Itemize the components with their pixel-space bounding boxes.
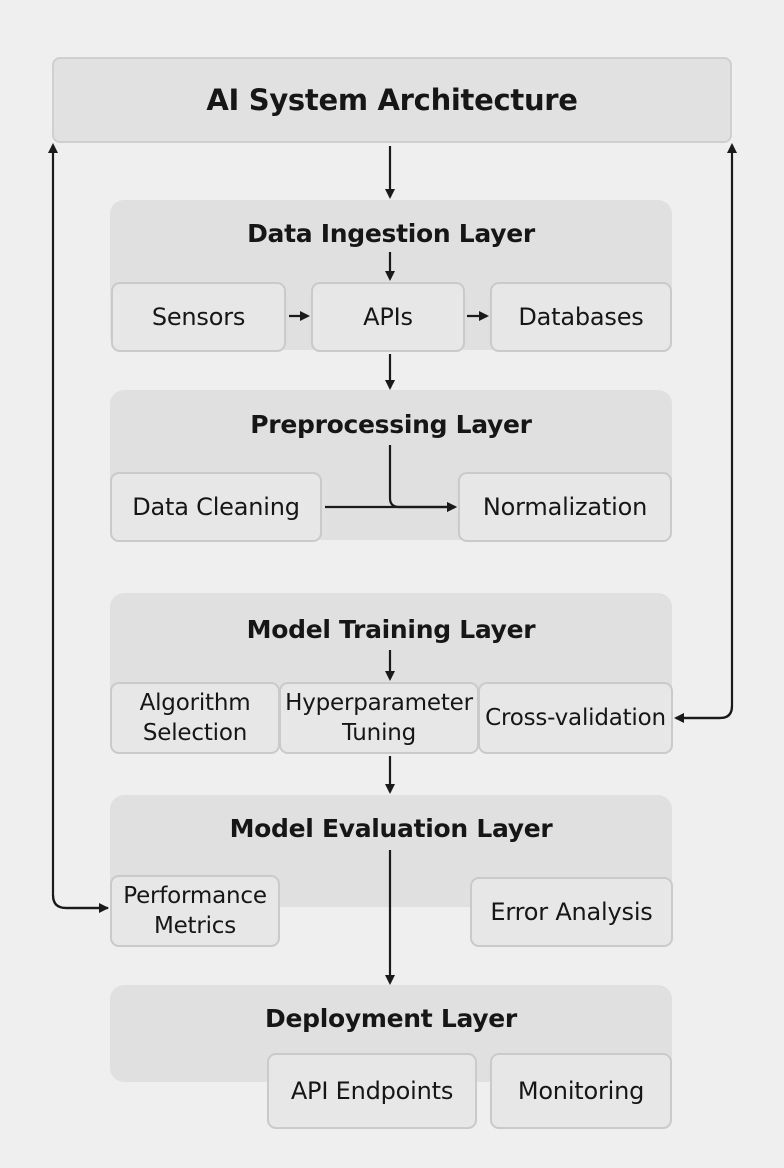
hyperparameter-tuning-label-line2: Tuning [341, 720, 417, 746]
error-analysis-label: Error Analysis [490, 897, 653, 926]
algorithm-selection-node[interactable]: Algorithm Selection [110, 682, 280, 754]
data-cleaning-node[interactable]: Data Cleaning [110, 472, 322, 542]
model-training-layer-title: Model Training Layer [246, 615, 536, 644]
feedback-arrow-left-down [51, 894, 109, 913]
feedback-arrow-left-up [48, 143, 108, 910]
api-endpoints-node[interactable]: API Endpoints [267, 1053, 477, 1129]
monitoring-label: Monitoring [517, 1076, 645, 1105]
algorithm-selection-label-line1: Algorithm [139, 690, 251, 716]
apis-node[interactable]: APIs [311, 282, 465, 352]
api-endpoints-label: API Endpoints [290, 1076, 454, 1105]
monitoring-node[interactable]: Monitoring [490, 1053, 672, 1129]
normalization-node[interactable]: Normalization [458, 472, 672, 542]
algorithm-selection-label-line2: Selection [142, 720, 248, 746]
error-analysis-node[interactable]: Error Analysis [470, 877, 673, 947]
hyperparameter-tuning-node[interactable]: Hyperparameter Tuning [279, 682, 479, 754]
performance-metrics-label-line2: Metrics [153, 913, 237, 939]
data-ingestion-layer-title: Data Ingestion Layer [247, 219, 535, 248]
feedback-line-right-start [674, 705, 734, 723]
cross-validation-node[interactable]: Cross-validation [478, 682, 673, 754]
databases-node[interactable]: Databases [490, 282, 672, 352]
model-evaluation-layer-title: Model Evaluation Layer [229, 814, 553, 843]
normalization-label: Normalization [482, 492, 648, 521]
data-cleaning-label: Data Cleaning [132, 492, 300, 521]
sensors-node[interactable]: Sensors [111, 282, 286, 352]
performance-metrics-label-line1: Performance [123, 883, 267, 909]
performance-metrics-node[interactable]: Performance Metrics [110, 875, 280, 947]
deployment-layer-title: Deployment Layer [265, 1004, 517, 1033]
apis-label: APIs [363, 302, 413, 331]
databases-label: Databases [518, 302, 644, 331]
architecture-title: AI System Architecture [52, 57, 732, 143]
feedback-arrow-right [676, 143, 737, 720]
cross-validation-label: Cross-validation [485, 705, 666, 731]
sensors-label: Sensors [151, 302, 246, 331]
preprocessing-layer-title: Preprocessing Layer [250, 410, 532, 439]
hyperparameter-tuning-label-line1: Hyperparameter [285, 690, 473, 716]
